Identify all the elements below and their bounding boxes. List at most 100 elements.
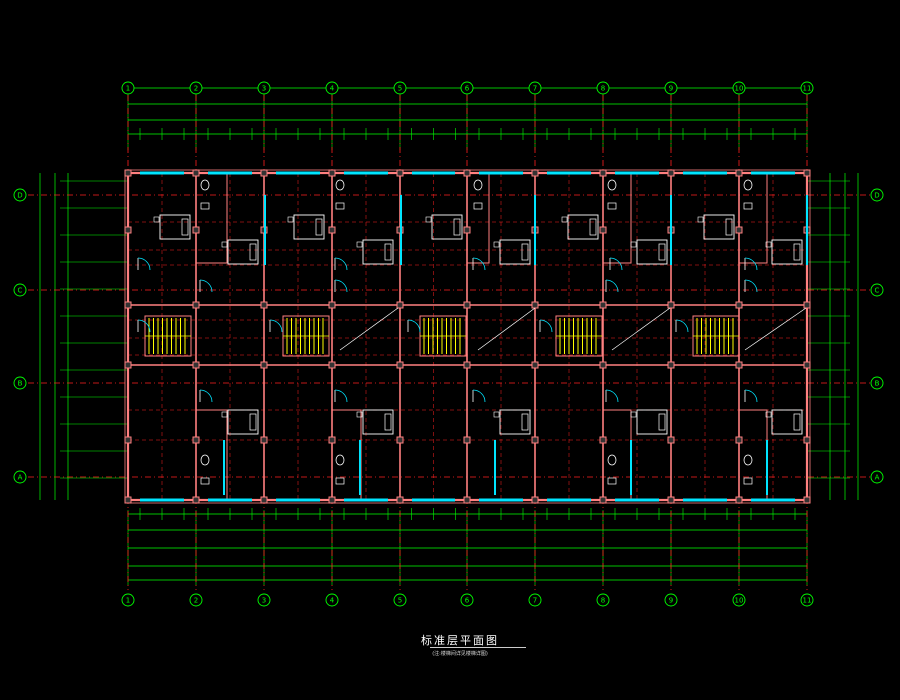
toilet <box>335 454 345 485</box>
column <box>192 226 200 234</box>
pillow <box>521 243 529 261</box>
bubble-circle <box>800 81 814 95</box>
door <box>199 389 213 403</box>
toilet-bowl <box>200 454 210 466</box>
bed-frame <box>362 409 394 435</box>
column <box>803 361 811 369</box>
sink <box>743 477 753 485</box>
toilet-bowl <box>607 454 617 466</box>
column <box>260 301 268 309</box>
axis-bubble-3: 3 <box>257 593 271 607</box>
axis-bubble-4: 4 <box>325 81 339 95</box>
bathroom-wall <box>466 172 490 264</box>
bubble-label: 7 <box>533 85 537 93</box>
pillow <box>249 413 257 431</box>
toilet <box>200 179 210 210</box>
bed <box>493 409 531 435</box>
bubble-circle <box>121 593 135 607</box>
axis-bubble-10: 10 <box>732 81 746 95</box>
pillow <box>658 413 666 431</box>
nightstand <box>630 411 637 418</box>
door-swing <box>605 389 619 403</box>
bubble-label: 1 <box>126 597 130 605</box>
column <box>803 169 811 177</box>
bubble-label: 11 <box>803 597 812 605</box>
pillow <box>315 218 323 236</box>
bubble-label: 4 <box>330 85 335 93</box>
axis-bubble-C: C <box>870 283 884 297</box>
column <box>735 169 743 177</box>
bubble-label: B <box>875 380 880 388</box>
toilet-bowl <box>335 454 345 466</box>
column <box>599 226 607 234</box>
bubble-label: 8 <box>601 597 605 605</box>
bubble-label: 3 <box>262 85 266 93</box>
column <box>463 496 471 504</box>
column <box>124 361 132 369</box>
stair <box>144 315 192 357</box>
bubble-circle <box>189 81 203 95</box>
grid-axes <box>28 95 872 590</box>
bubble-label: D <box>17 192 22 200</box>
bubble-label: 1 <box>126 85 130 93</box>
bed-frame <box>293 214 325 240</box>
column <box>531 496 539 504</box>
toilet <box>607 179 617 210</box>
column <box>667 301 675 309</box>
column <box>463 301 471 309</box>
fixtures <box>137 179 807 485</box>
bubble-circle <box>870 470 884 484</box>
bubble-circle <box>800 593 814 607</box>
bed-frame <box>636 409 668 435</box>
bed <box>356 409 394 435</box>
bubble-label: A <box>875 474 880 482</box>
bed-frame <box>431 214 463 240</box>
toilet-bowl <box>743 454 753 466</box>
column <box>396 496 404 504</box>
pillow <box>384 243 392 261</box>
axis-bubble-B: B <box>870 376 884 390</box>
axis-bubble-1: 1 <box>121 593 135 607</box>
axis-bubble-D: D <box>870 188 884 202</box>
toilet <box>743 179 753 210</box>
column <box>192 436 200 444</box>
axis-bubble-A: A <box>13 470 27 484</box>
bubble-circle <box>460 81 474 95</box>
bubble-label: 5 <box>398 597 402 605</box>
bed <box>153 214 191 240</box>
axis-bubble-10: 10 <box>732 593 746 607</box>
axis-bubble-2: 2 <box>189 593 203 607</box>
door <box>269 319 283 333</box>
column <box>599 361 607 369</box>
toilet-bowl <box>607 179 617 191</box>
axis-bubble-1: 1 <box>121 81 135 95</box>
door <box>605 389 619 403</box>
nightstand <box>493 411 500 418</box>
axis-bubble-6: 6 <box>460 81 474 95</box>
column <box>192 361 200 369</box>
door <box>137 257 151 271</box>
door-swing <box>472 257 486 271</box>
sink <box>607 477 617 485</box>
nightstand <box>356 411 363 418</box>
bubble-circle <box>732 593 746 607</box>
bubble-circle <box>121 81 135 95</box>
axis-bubble-2: 2 <box>189 81 203 95</box>
door <box>137 319 151 333</box>
axis-bubble-8: 8 <box>596 81 610 95</box>
bed-frame <box>227 409 259 435</box>
corridor-line <box>744 307 807 351</box>
bubble-circle <box>732 81 746 95</box>
column <box>124 169 132 177</box>
bubble-circle <box>664 81 678 95</box>
bubble-label: B <box>18 380 23 388</box>
door-swing <box>744 389 758 403</box>
bubble-label: 9 <box>669 597 673 605</box>
door-swing <box>744 279 758 293</box>
pillow <box>793 413 801 431</box>
door <box>472 257 486 271</box>
bubble-circle <box>189 593 203 607</box>
column <box>803 301 811 309</box>
column <box>124 496 132 504</box>
door <box>609 257 623 271</box>
